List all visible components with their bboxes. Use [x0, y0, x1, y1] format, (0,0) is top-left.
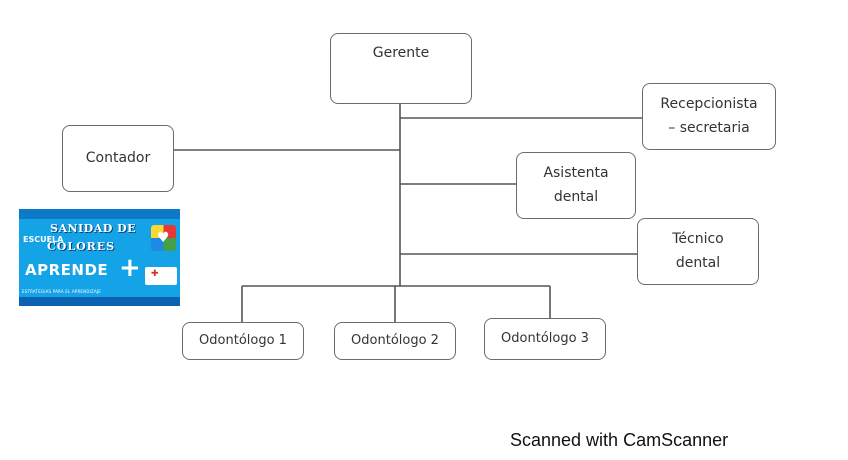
node-odontologo-1: Odontólogo 1 [182, 322, 304, 360]
card-icon [145, 267, 177, 285]
logo-line-1: SANIDAD DE [50, 222, 137, 235]
node-contador: Contador [62, 125, 174, 192]
logo-line-4: APRENDE [25, 261, 109, 279]
logo-plus-icon: + [119, 253, 141, 283]
node-recepcionista-secretaria: Recepcionista – secretaria [642, 83, 776, 150]
node-odontologo-3: Odontólogo 3 [484, 318, 606, 360]
node-gerente: Gerente [330, 33, 472, 104]
node-tecnico-dental: Técnico dental [637, 218, 759, 285]
puzzle-icon [151, 225, 176, 251]
logo-bottom-strip [19, 297, 180, 306]
scanner-caption: Scanned with CamScanner [510, 430, 729, 450]
logo-top-strip [19, 209, 180, 219]
logo-line-2: ESCUELA [23, 235, 64, 244]
node-asistenta-dental: Asistenta dental [516, 152, 636, 219]
logo-line-3: COLORES [47, 240, 116, 253]
node-odontologo-2: Odontólogo 2 [334, 322, 456, 360]
logo-tagline: ESTRATEGIAS PARA EL APRENDIZAJE [22, 289, 101, 294]
card-mark-icon: ✚ [151, 269, 159, 279]
heart-icon: ♥ [157, 230, 170, 246]
escuela-colores-logo: SANIDAD DE ESCUELA COLORES APRENDE + ♥ ✚… [19, 209, 180, 306]
